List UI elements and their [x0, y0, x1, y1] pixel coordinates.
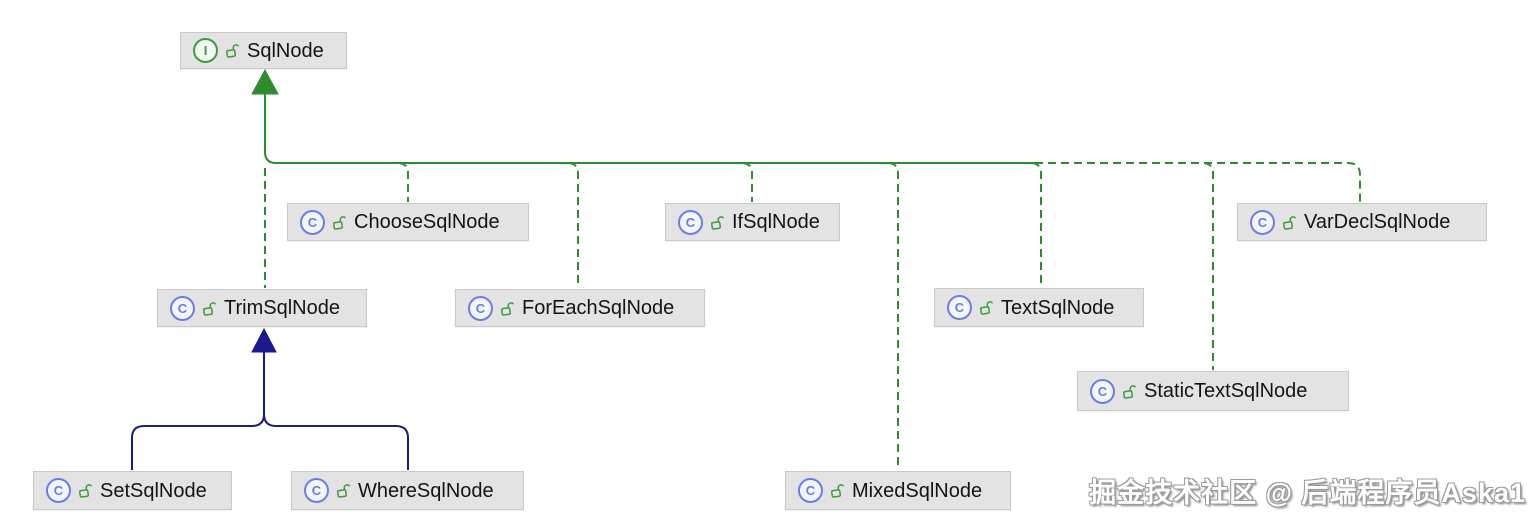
- class-node-choosesqlnode[interactable]: C ChooseSqlNode: [287, 203, 529, 241]
- class-name-label: WhereSqlNode: [358, 479, 494, 502]
- class-node-vardeclsqlnode[interactable]: C VarDeclSqlNode: [1237, 203, 1487, 241]
- public-unlocked-icon: [203, 301, 216, 316]
- class-icon-letter: C: [1097, 383, 1108, 399]
- class-name-label: IfSqlNode: [732, 211, 820, 233]
- public-unlocked-icon: [337, 484, 350, 498]
- edge-setsqlnode-inheritance: [131, 350, 265, 470]
- edge-wheresqlnode-inheritance: [263, 350, 409, 470]
- public-unlocked-icon: [226, 44, 239, 58]
- class-name-label: SetSqlNode: [100, 479, 207, 502]
- class-icon-letter: C: [954, 300, 965, 315]
- class-icon-letter: C: [805, 483, 816, 498]
- class-node-statictextsqlnode[interactable]: C StaticTextSqlNode: [1077, 371, 1349, 411]
- class-name-label: ForEachSqlNode: [522, 297, 675, 319]
- class-icon: C: [304, 478, 329, 503]
- class-icon: C: [170, 295, 195, 321]
- inheritance-arrowhead-trimsqlnode: [251, 327, 277, 353]
- class-name-label: MixedSqlNode: [852, 479, 983, 502]
- edge-vardeclsqlnode-realization: [1035, 162, 1361, 202]
- interface-node-sqlnode[interactable]: I SqlNode: [180, 32, 347, 69]
- class-icon: C: [1250, 209, 1275, 235]
- class-node-mixedsqlnode[interactable]: C MixedSqlNode: [785, 471, 1011, 510]
- public-unlocked-icon: [333, 215, 346, 230]
- class-icon: C: [300, 209, 325, 235]
- class-icon: C: [798, 478, 823, 503]
- class-node-trimsqlnode[interactable]: C TrimSqlNode: [157, 289, 367, 327]
- public-unlocked-icon: [501, 301, 514, 316]
- public-unlocked-icon: [79, 484, 92, 498]
- edge-choosesqlnode-realization: [398, 162, 409, 202]
- public-unlocked-icon: [1283, 215, 1296, 230]
- realization-arrowhead-sqlnode: [251, 68, 279, 95]
- class-name-label: StaticTextSqlNode: [1144, 380, 1308, 402]
- class-name-label: TrimSqlNode: [224, 297, 340, 319]
- class-icon-letter: C: [311, 483, 322, 498]
- class-name-label: TextSqlNode: [1001, 296, 1115, 319]
- edge-foreachsqlnode-realization: [568, 162, 579, 288]
- public-unlocked-icon: [831, 484, 844, 498]
- class-icon: C: [678, 209, 703, 235]
- public-unlocked-icon: [1123, 384, 1136, 399]
- class-icon: C: [46, 478, 71, 503]
- class-icon-letter: C: [1257, 214, 1268, 230]
- class-node-ifsqlnode[interactable]: C IfSqlNode: [665, 203, 840, 241]
- class-icon-letter: C: [475, 300, 486, 316]
- interface-icon-letter: I: [203, 43, 208, 58]
- class-node-textsqlnode[interactable]: C TextSqlNode: [934, 288, 1144, 327]
- class-icon: C: [468, 295, 493, 321]
- edge-ifsqlnode-realization: [742, 162, 753, 202]
- class-node-foreachsqlnode[interactable]: C ForEachSqlNode: [455, 289, 705, 327]
- watermark-text: 掘金技术社区 @ 后端程序员Aska1: [1089, 478, 1526, 508]
- interface-icon: I: [193, 38, 218, 63]
- class-icon-letter: C: [177, 300, 188, 316]
- class-icon-letter: C: [685, 214, 696, 230]
- class-name-label: ChooseSqlNode: [354, 211, 500, 233]
- class-node-setsqlnode[interactable]: C SetSqlNode: [33, 471, 232, 510]
- edge-textsqlnode-realization: [1031, 162, 1042, 287]
- class-node-wheresqlnode[interactable]: C WhereSqlNode: [291, 471, 524, 510]
- class-icon-letter: C: [307, 214, 318, 230]
- class-icon: C: [1090, 378, 1115, 404]
- class-name-label: VarDeclSqlNode: [1304, 211, 1451, 233]
- public-unlocked-icon: [711, 215, 724, 230]
- edge-trunk-realization: [264, 92, 1035, 164]
- class-icon-letter: C: [53, 483, 64, 498]
- interface-name-label: SqlNode: [247, 39, 324, 62]
- class-icon: C: [947, 295, 972, 320]
- public-unlocked-icon: [980, 301, 993, 315]
- edge-statictextsqlnode-realization: [1203, 162, 1214, 370]
- edge-mixedsqlnode-realization: [888, 162, 899, 470]
